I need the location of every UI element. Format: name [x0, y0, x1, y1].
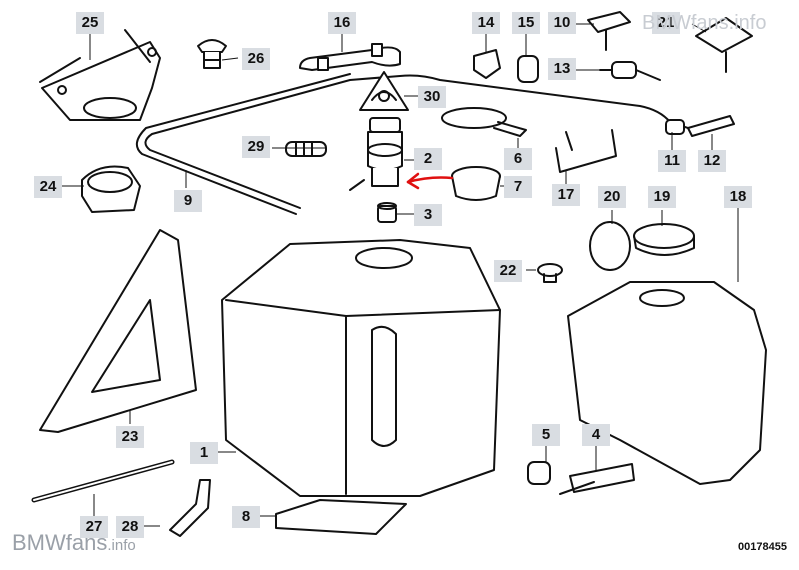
callout-10: 10: [548, 12, 576, 34]
highlight-arrow: [406, 172, 454, 190]
part-30-warning-label: [359, 71, 409, 111]
watermark-bottom-suffix: .info: [107, 537, 136, 554]
part-3-grommet: [377, 202, 397, 223]
watermark-bottom: BMWfans.info: [12, 530, 136, 556]
part-12-connector: [687, 115, 735, 137]
callout-7: 7: [504, 176, 532, 198]
callout-26: 26: [242, 48, 270, 70]
callout-3: 3: [414, 204, 442, 226]
part-1-tank: [221, 239, 501, 497]
callout-15: 15: [512, 12, 540, 34]
part-19-cap: [633, 223, 695, 256]
part-15-cap: [517, 55, 539, 83]
callout-14: 14: [472, 12, 500, 34]
part-11-connector: [665, 119, 685, 135]
part-4-sensor: [559, 463, 635, 495]
part-20-cap: [589, 221, 631, 271]
part-10-nozzle: [587, 11, 631, 51]
part-14-clip: [473, 49, 501, 79]
part-23-support: [39, 229, 197, 433]
part-27-pipe: [31, 459, 175, 503]
watermark-top: BMWfans.info: [642, 12, 767, 34]
callout-27: 27: [80, 516, 108, 538]
callout-11: 11: [658, 150, 686, 172]
part-6-plate: [441, 107, 527, 137]
part-29-filter: [285, 141, 327, 157]
callout-4: 4: [582, 424, 610, 446]
callout-8: 8: [232, 506, 260, 528]
part-24-cap: [81, 165, 141, 213]
callout-12: 12: [698, 150, 726, 172]
part-21-nozzle: [695, 17, 753, 73]
part-9-hose-inner: [135, 73, 351, 215]
part-7-strainer: [451, 166, 501, 201]
callout-16: 16: [328, 12, 356, 34]
part-2-pump: [349, 117, 403, 191]
drawing-number: 00178455: [738, 541, 787, 553]
callout-19: 19: [648, 186, 676, 208]
part-9-hose: [144, 74, 701, 209]
callout-23: 23: [116, 426, 144, 448]
part-18-tank: [567, 281, 767, 485]
part-26-clip: [197, 39, 227, 69]
callout-20: 20: [598, 186, 626, 208]
part-28-elbow: [169, 479, 211, 537]
leader-lines: [62, 23, 739, 527]
callout-21: 21: [652, 12, 680, 34]
callout-30: 30: [418, 86, 446, 108]
part-16-connector: [299, 43, 401, 71]
callout-5: 5: [532, 424, 560, 446]
callout-13: 13: [548, 58, 576, 80]
callout-28: 28: [116, 516, 144, 538]
watermark-bottom-main: BMWfans: [12, 530, 108, 555]
part-17-bracket: [555, 129, 617, 173]
callout-9: 9: [174, 190, 202, 212]
callout-17: 17: [552, 184, 580, 206]
callout-2: 2: [414, 148, 442, 170]
part-8-plate: [275, 499, 407, 535]
callout-22: 22: [494, 260, 522, 282]
part-5-grommet: [527, 461, 551, 485]
part-13-valve: [599, 61, 661, 81]
callout-18: 18: [724, 186, 752, 208]
callout-25: 25: [76, 12, 104, 34]
callout-1: 1: [190, 442, 218, 464]
part-22-plug: [537, 263, 563, 283]
part-25-bracket: [39, 29, 161, 121]
callout-29: 29: [242, 136, 270, 158]
callout-6: 6: [504, 148, 532, 170]
callout-24: 24: [34, 176, 62, 198]
